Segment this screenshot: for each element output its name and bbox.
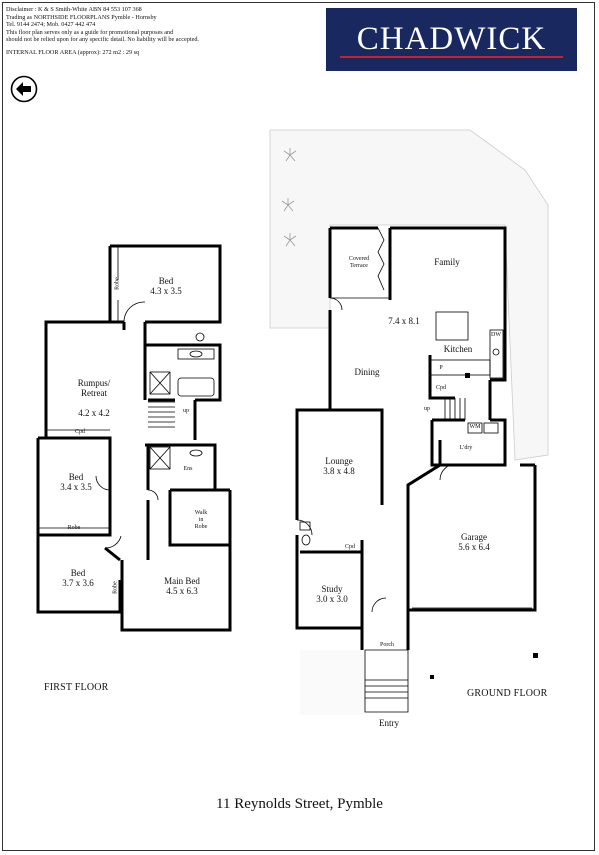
dining-label: Dining xyxy=(354,367,380,377)
room-size: 4.5 x 6.3 xyxy=(166,586,198,596)
stairs-up-label: up xyxy=(424,406,430,412)
room-lounge: Lounge 3.8 x 4.8 xyxy=(323,456,355,476)
cupboard-label: Cpd xyxy=(344,544,356,550)
stairs-up-label: up xyxy=(183,408,189,414)
first-floor-label: FIRST FLOOR xyxy=(44,682,109,693)
brand-logo: CHADWICK xyxy=(326,8,577,71)
laundry-label: L'dry xyxy=(459,445,473,451)
ground-floor-label: GROUND FLOOR xyxy=(467,688,548,699)
first-floor-walls xyxy=(36,244,232,632)
kitchen-size-label: 7.4 x 8.1 xyxy=(388,316,420,326)
ground-floor-details xyxy=(296,227,532,713)
room-name: Bed xyxy=(70,568,86,578)
cupboard-label: Cpd xyxy=(74,429,86,435)
room-bed: Bed 4.3 x 3.5 xyxy=(150,276,182,296)
room-name: Bed xyxy=(68,472,84,482)
room-name: Rumpus/ Retreat xyxy=(77,378,111,398)
room-name: Study xyxy=(321,584,343,594)
disclaimer-line: This floor plan serves only as a guide f… xyxy=(6,28,174,36)
room-size: 3.0 x 3.0 xyxy=(316,594,348,604)
disclaimer-line: should not be relied upon for any specif… xyxy=(6,36,199,44)
room-rumpus-retreat: Rumpus/ Retreat 4.2 x 4.2 xyxy=(78,368,111,428)
washing-machine-label: WM xyxy=(469,424,481,430)
ensuite-label: Ens xyxy=(183,466,193,472)
room-size: 3.4 x 3.5 xyxy=(60,482,92,492)
room-name: Main Bed xyxy=(164,576,200,586)
brand-underline xyxy=(340,56,563,58)
room-main-bed: Main Bed 4.5 x 6.3 xyxy=(164,576,200,596)
covered-terrace-label: Covered Terrace xyxy=(348,256,370,269)
room-study: Study 3.0 x 3.0 xyxy=(316,584,348,604)
disclaimer-line: Tel. 9144 2474; Mob. 0427 442 474 xyxy=(6,21,96,29)
room-size: 4.3 x 3.5 xyxy=(150,286,182,296)
entry-label: Entry xyxy=(379,718,399,728)
walk-in-robe-label: Walk in Robe xyxy=(194,510,208,530)
cupboard-label: Cpd xyxy=(435,385,447,391)
dishwasher-label: DW xyxy=(491,332,501,338)
arrow-left-icon xyxy=(10,75,38,103)
room-name: Garage xyxy=(461,532,487,542)
column-post xyxy=(430,373,538,679)
disclaimer-line: Disclaimer : K & S Smith-White ABN 84 55… xyxy=(6,6,142,13)
ground-floor-walls xyxy=(295,226,537,650)
room-name: Lounge xyxy=(325,456,353,466)
property-address: 11 Reynolds Street, Pymble xyxy=(216,796,383,812)
room-size: 4.2 x 4.2 xyxy=(78,408,110,418)
room-bed-3: Bed 3.7 x 3.6 xyxy=(62,568,94,588)
disclaimer: Disclaimer : K & S Smith-White ABN 84 55… xyxy=(6,6,306,57)
first-floor-details xyxy=(38,246,215,549)
robe-label: Robe xyxy=(67,525,81,531)
floor-area: INTERNAL FLOOR AREA (approx): 272 m2 : 2… xyxy=(6,48,140,56)
brand-name: CHADWICK xyxy=(356,21,547,57)
porch-label: Porch xyxy=(380,642,394,648)
room-size: 5.6 x 6.4 xyxy=(458,542,490,552)
room-bed-2: Bed 3.4 x 3.5 xyxy=(60,472,92,492)
disclaimer-line: Trading as NORTHSIDE FLOORPLANS Pymble -… xyxy=(6,13,157,21)
plant-icon xyxy=(281,148,297,247)
robe-label: Robe xyxy=(112,581,119,594)
room-garage: Garage 5.6 x 6.4 xyxy=(458,532,490,552)
robe-label: Robe xyxy=(114,277,121,290)
garden-area xyxy=(269,129,549,715)
room-name: Bed xyxy=(158,276,174,286)
room-size: 3.8 x 4.8 xyxy=(323,466,355,476)
room-size: 3.7 x 3.6 xyxy=(62,578,94,588)
family-label: Family xyxy=(434,257,460,267)
kitchen-label: Kitchen xyxy=(443,344,473,354)
pantry-label: P xyxy=(439,365,443,371)
